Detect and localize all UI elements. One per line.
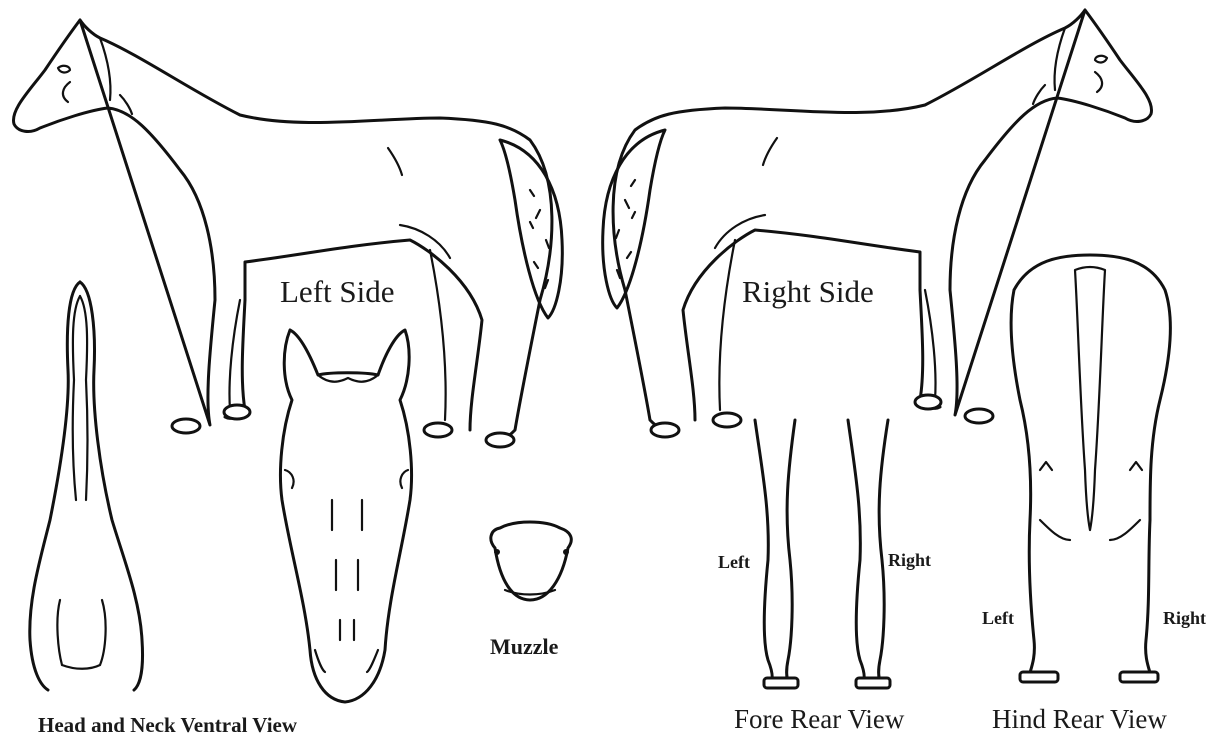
muzzle-view [491,522,571,600]
right-side-horse [603,10,1152,437]
left-side-label: Left Side [280,276,395,307]
head-front-view [280,330,411,702]
hind-rear-view [1011,255,1170,682]
hind-right-label: Right [1163,609,1206,627]
head-neck-ventral-label: Head and Neck Ventral View [38,715,297,736]
fore-right-label: Right [888,551,931,569]
fore-rear-view [755,420,890,688]
hind-rear-view-label: Hind Rear View [992,706,1167,733]
fore-rear-view-label: Fore Rear View [734,706,904,733]
hind-left-label: Left [982,609,1014,627]
muzzle-label: Muzzle [490,636,558,658]
head-neck-ventral-view [30,282,143,690]
right-side-label: Right Side [742,276,874,307]
fore-left-label: Left [718,553,750,571]
left-side-horse [13,20,562,447]
